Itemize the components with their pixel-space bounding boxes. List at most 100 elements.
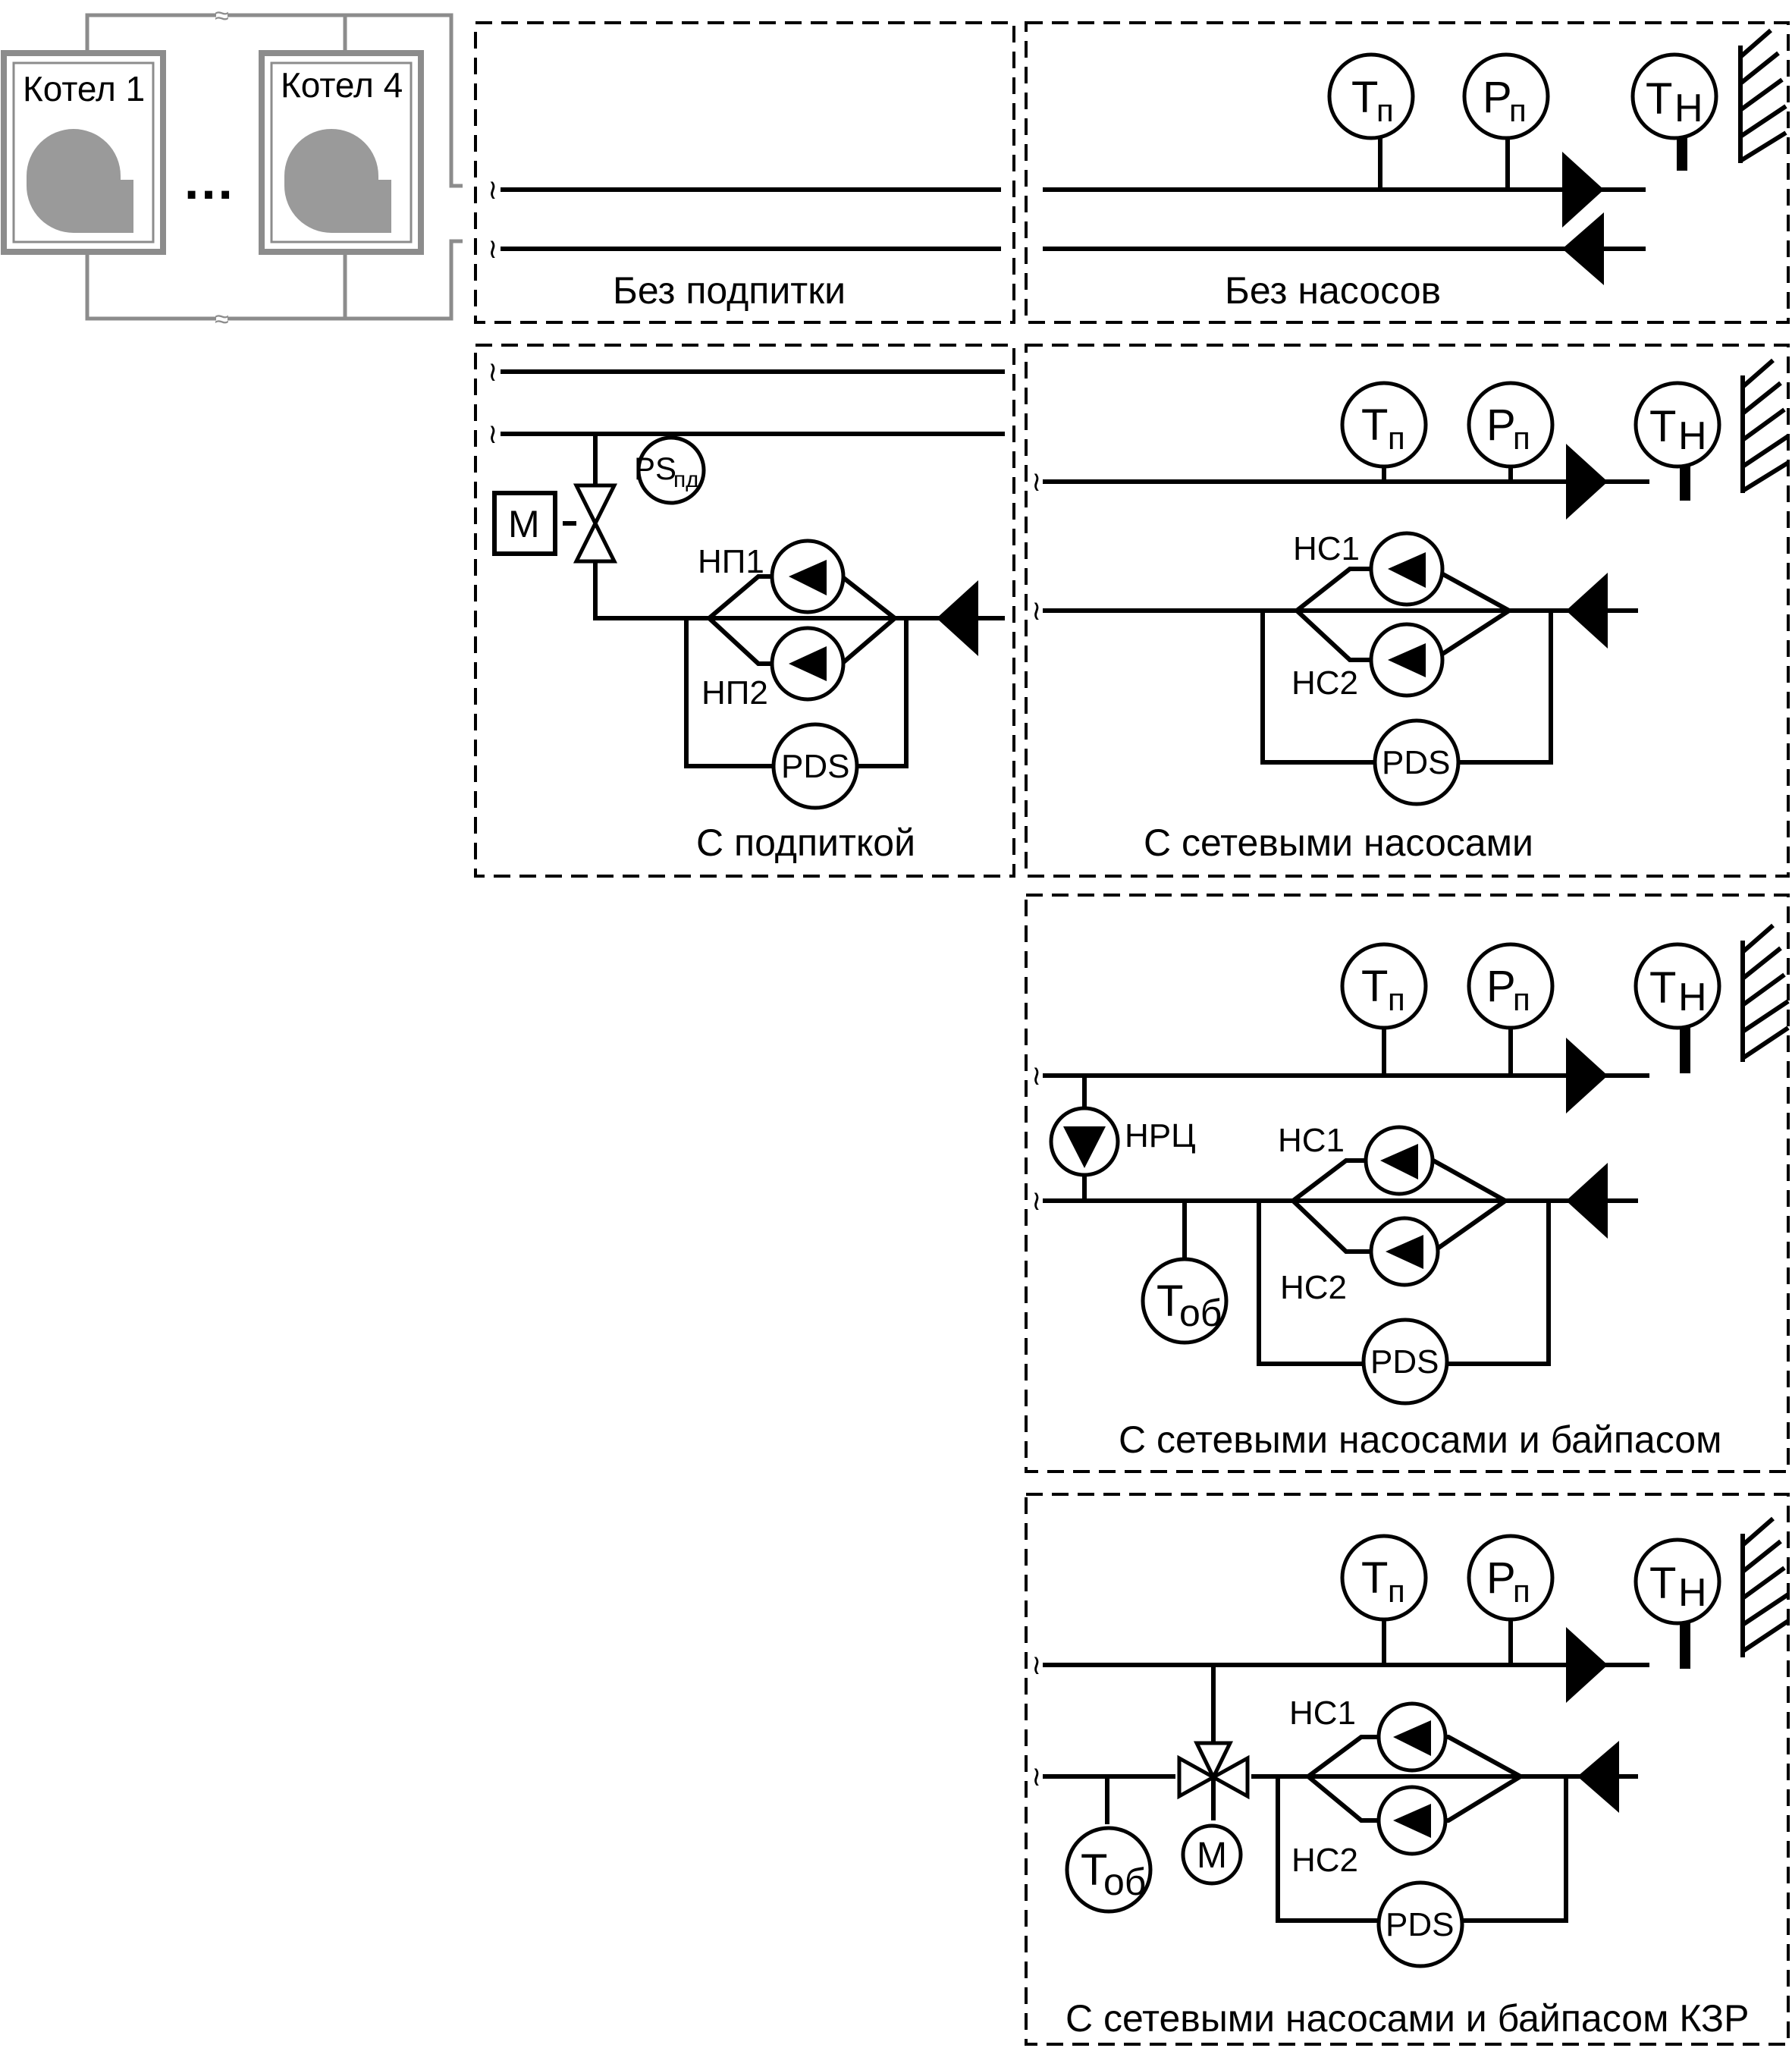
label-ns1: НС1 [1278, 1122, 1345, 1159]
temp-supply-sensor [1340, 381, 1428, 469]
svg-text:Т: Т [1649, 402, 1676, 451]
boiler-group: ≈ ≈ Котел 1 … Котел 4 [1, 2, 463, 334]
label-ns2: НС2 [1280, 1269, 1347, 1306]
svg-text:п: п [1388, 982, 1405, 1017]
svg-text:об: об [1103, 1861, 1146, 1903]
svg-text:Т: Т [1361, 1553, 1388, 1603]
svg-text:Н: Н [1678, 414, 1707, 458]
svg-text:п: п [1388, 1573, 1405, 1609]
svg-text:Р: Р [1486, 962, 1516, 1011]
label-ns2: НС2 [1291, 664, 1358, 702]
boiler-4-label: Котел 4 [281, 65, 403, 105]
panel-bez-podpitki: ≀ ≀ Без подпитки [474, 21, 1015, 324]
svg-text:≀: ≀ [488, 356, 498, 387]
svg-text:М: М [1197, 1836, 1227, 1876]
wall-hatch-icon [1738, 28, 1787, 163]
svg-text:≀: ≀ [1031, 1060, 1042, 1091]
motor-actuator [1181, 1823, 1243, 1886]
wall-hatch-icon [1740, 923, 1790, 1062]
caption-bez-nasosov: Без насосов [1225, 269, 1441, 312]
svg-text:≀: ≀ [1031, 1185, 1042, 1216]
pressure-supply-sensor [1467, 942, 1555, 1030]
boiler-1-burner-icon [27, 129, 133, 233]
wall-hatch-icon [1740, 1516, 1790, 1657]
label-np2: НП2 [701, 674, 768, 711]
boiler-1: Котел 1 [1, 50, 166, 255]
temp-supply-sensor [1340, 1534, 1428, 1622]
svg-text:PDS: PDS [1382, 744, 1450, 781]
caption-s-setevymi-baypas: С сетевыми насосами и байпасом [1119, 1418, 1721, 1461]
pds-sensor [1361, 1318, 1449, 1406]
boiler-4: Котел 4 [259, 50, 424, 255]
svg-text:Т: Т [1646, 74, 1672, 124]
ps-pd-sensor [636, 435, 706, 505]
caption-bez-podpitki: Без подпитки [613, 269, 846, 312]
svg-text:Т: Т [1351, 73, 1378, 122]
svg-text:PS: PS [634, 451, 676, 486]
caption-s-podpitkoy: С подпиткой [696, 821, 915, 864]
boiler-4-burner-icon [284, 128, 391, 233]
boiler-ellipsis: … [182, 151, 235, 210]
svg-text:Н: Н [1678, 1571, 1707, 1615]
svg-text:об: об [1179, 1292, 1222, 1334]
outdoor-temp-sensor [1630, 52, 1718, 140]
svg-text:пд: пд [673, 467, 699, 492]
outdoor-temp-sensor [1634, 942, 1721, 1030]
pds-sensor [1373, 718, 1461, 806]
svg-text:п: п [1513, 1573, 1530, 1609]
three-way-valve-icon [1177, 1741, 1250, 1800]
svg-text:Т: Т [1361, 962, 1388, 1011]
svg-text:п: п [1513, 420, 1530, 456]
temp-supply-sensor [1327, 52, 1415, 140]
svg-text:PDS: PDS [1370, 1343, 1439, 1381]
svg-text:PDS: PDS [781, 748, 849, 785]
label-ns1: НС1 [1293, 530, 1360, 567]
caption-s-setevymi: С сетевыми насосами [1144, 821, 1533, 864]
svg-text:п: п [1376, 93, 1394, 128]
wall-hatch-icon [1740, 358, 1790, 493]
svg-text:≀: ≀ [488, 174, 498, 205]
svg-text:≀: ≀ [1031, 595, 1042, 626]
panel-s-setevymi-baypas: ≀ ≀ Т п Р п Т Н НРЦ Т об НС1 НС2 [1025, 894, 1790, 1473]
temp-supply-sensor [1340, 942, 1428, 1030]
svg-text:п: п [1513, 982, 1530, 1017]
outdoor-temp-sensor [1634, 381, 1721, 469]
panel-s-podpitkoy: ≀ ≀ PS пд М НП1 НП2 PDS С подпиткой [474, 344, 1015, 878]
svg-text:Т: Т [1361, 400, 1388, 450]
supply-flow-arrow [1562, 152, 1604, 228]
panel-bez-nasosov: Т п Р п Т Н Без насосов [1025, 21, 1790, 324]
pressure-supply-sensor [1467, 381, 1555, 469]
pds-sensor [771, 722, 859, 810]
svg-text:п: п [1509, 93, 1527, 128]
svg-text:Н: Н [1674, 86, 1703, 130]
outdoor-temp-sensor [1634, 1538, 1721, 1626]
caption-s-setevymi-baypas-kzr: С сетевыми насосами и байпасом КЗР [1065, 1997, 1749, 2040]
svg-text:Р: Р [1483, 73, 1512, 122]
boiler-1-label: Котел 1 [23, 69, 145, 108]
svg-text:≀: ≀ [1031, 1761, 1042, 1792]
panel-s-setevymi-baypas-kzr: ≀ ≀ Т п Р п Т Н М Т об НС1 НС2 [1025, 1493, 1790, 2046]
label-ns1: НС1 [1289, 1695, 1356, 1732]
label-np1: НП1 [698, 543, 764, 580]
makeup-valve-icon [573, 483, 618, 564]
svg-text:Т: Т [1649, 963, 1676, 1013]
svg-text:≀: ≀ [488, 418, 498, 449]
label-nrc: НРЦ [1125, 1117, 1196, 1154]
svg-text:≀: ≀ [1031, 1649, 1042, 1680]
return-flow-arrow [937, 580, 978, 656]
svg-text:М: М [508, 503, 540, 545]
svg-text:п: п [1388, 420, 1405, 456]
svg-text:PDS: PDS [1386, 1906, 1454, 1943]
motor-actuator [492, 491, 557, 556]
svg-text:≈: ≈ [215, 305, 229, 334]
panel-s-setevymi: ≀ ≀ Т п Р п Т Н НС1 НС2 PDS С сетевыми н… [1025, 344, 1790, 878]
temp-return-sensor [1065, 1826, 1153, 1914]
svg-text:Р: Р [1486, 400, 1516, 450]
pressure-supply-sensor [1462, 52, 1550, 140]
label-ns2: НС2 [1291, 1842, 1358, 1879]
return-flow-arrow [1562, 212, 1604, 285]
svg-text:≀: ≀ [488, 233, 498, 264]
pressure-supply-sensor [1467, 1534, 1555, 1622]
boiler-supply-pipe [85, 13, 463, 188]
